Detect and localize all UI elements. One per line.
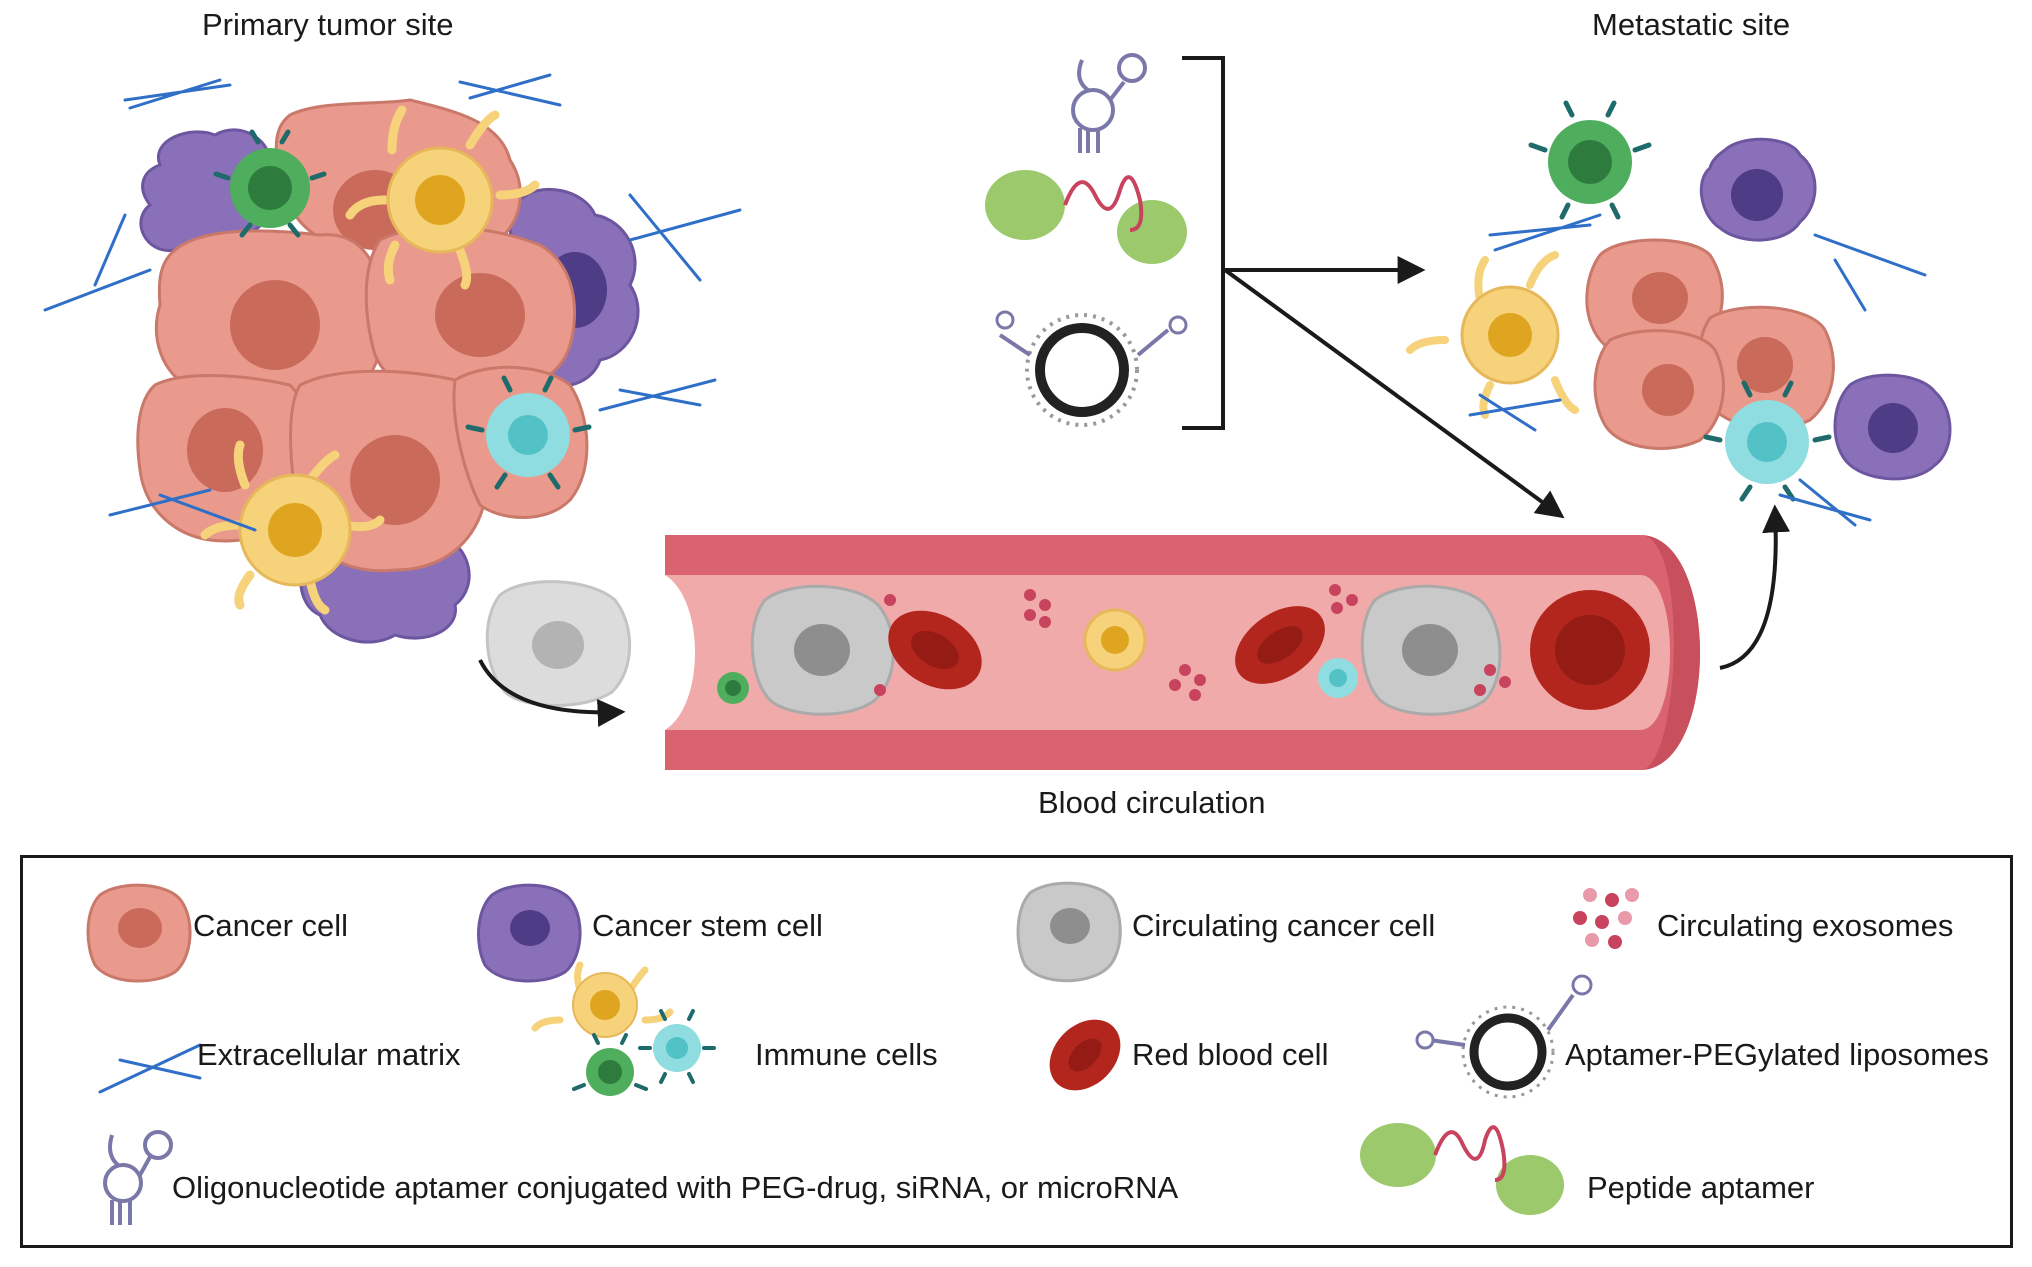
circulating-cancer-cell (750, 584, 895, 716)
circulating-exosomes (874, 584, 1511, 701)
aptamer-liposome-legend-icon (1415, 974, 1593, 1099)
legend-oligonucleotide-aptamer: Oligonucleotide aptamer conjugated with … (172, 1170, 1179, 1205)
blood-circulation-title: Blood circulation (1038, 785, 1266, 820)
cancer-nucleus (1737, 337, 1793, 393)
red-blood-cell (888, 610, 982, 690)
immune-cell-green (1528, 100, 1652, 220)
red-blood-cell (1530, 590, 1650, 710)
legend-peptide-aptamer: Peptide aptamer (1587, 1170, 1815, 1205)
peptide-aptamer-icon (985, 170, 1187, 264)
circulating-cancer-cell (1360, 584, 1502, 716)
cancer-stem-nucleus (1868, 403, 1918, 453)
immune-cell-cyan (465, 375, 592, 490)
legend-circulating-cancer-cell: Circulating cancer cell (1132, 908, 1436, 943)
legend-panel (20, 855, 2013, 1248)
immune-cell-green (717, 672, 749, 704)
legend-aptamer-liposomes: Aptamer-PEGylated liposomes (1565, 1037, 1989, 1072)
oligonucleotide-aptamer-legend-icon (103, 1130, 173, 1225)
cancer-nucleus (350, 435, 440, 525)
peptide-aptamer-legend-icon (1360, 1123, 1564, 1215)
legend-immune-cells: Immune cells (755, 1037, 938, 1072)
aptamer-liposome-icon (995, 310, 1188, 427)
legend-cancer-cell: Cancer cell (193, 908, 349, 943)
red-blood-cell (1235, 606, 1325, 684)
immune-cell-cyan (1318, 658, 1358, 698)
legend-red-blood-cell: Red blood cell (1132, 1037, 1329, 1072)
bracket (1182, 56, 1225, 430)
extracellular-matrix-icon (98, 1043, 202, 1094)
oligonucleotide-aptamer-icon (1071, 53, 1147, 153)
circulating-cancer-cell-icon (1016, 881, 1122, 983)
cancer-stem-cell-icon (477, 883, 582, 983)
arrow-into-vessel (478, 659, 626, 727)
legend-cancer-stem-cell: Cancer stem cell (592, 908, 823, 943)
cancer-stem-nucleus (1731, 169, 1783, 221)
legend-extracellular-matrix: Extracellular matrix (197, 1037, 461, 1072)
cancer-nucleus (230, 280, 320, 370)
immune-cells-icon (531, 961, 716, 1096)
circulating-cancer-cell (485, 580, 632, 707)
immune-cell-green (213, 129, 327, 238)
primary-tumor-cluster (43, 73, 742, 644)
cancer-nucleus (1632, 272, 1688, 324)
immune-cell-cyan (1703, 380, 1832, 502)
metastatic-cluster (1406, 100, 1952, 670)
red-blood-cell-icon (1049, 1019, 1121, 1091)
aptamer-group (985, 53, 1565, 519)
immune-cell-yellow (345, 105, 540, 290)
arrow-vessel-to-metastatic (1719, 504, 1791, 670)
legend-icons (86, 881, 1639, 1225)
arrow-to-vessel (1223, 268, 1565, 519)
extracellular-matrix (1468, 213, 1927, 527)
immune-cell-yellow (1406, 251, 1579, 419)
immune-cell-yellow (200, 440, 385, 615)
primary-tumor-title: Primary tumor site (202, 7, 454, 42)
cancer-nucleus (435, 273, 525, 357)
immune-cell-yellow (1083, 608, 1147, 672)
metastatic-site-title: Metastatic site (1592, 7, 1791, 42)
extracellular-matrix (43, 73, 742, 532)
cancer-nucleus (1642, 364, 1694, 416)
blood-vessel (665, 535, 1700, 770)
cancer-nucleus (187, 408, 263, 492)
cancer-cell-icon (86, 883, 192, 983)
legend-circulating-exosomes: Circulating exosomes (1657, 908, 1954, 943)
circulating-exosomes-icon (1573, 888, 1639, 949)
